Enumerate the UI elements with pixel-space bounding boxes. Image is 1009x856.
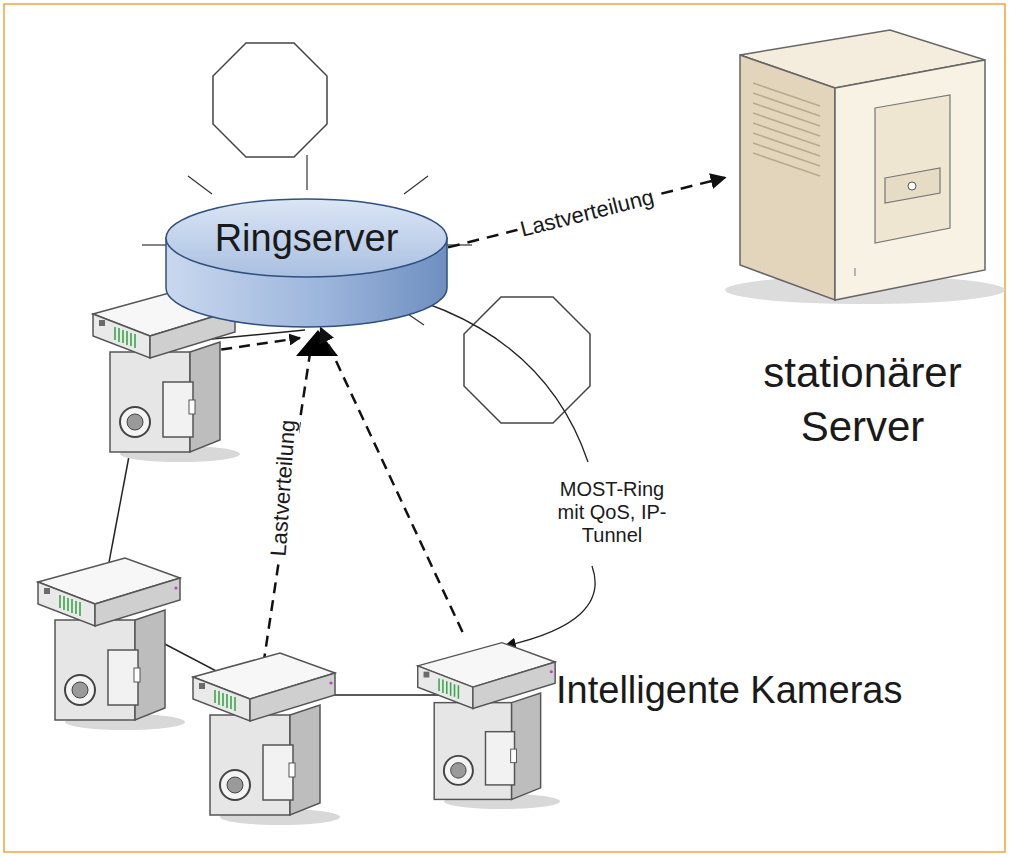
frame [4, 4, 1005, 852]
load-balancing-arrow [448, 178, 725, 248]
stationary-server-shape [725, 28, 1000, 300]
smart-camera: Intelligente Kameras [410, 632, 560, 812]
edge-label: Lastverteilung [514, 183, 659, 242]
node-label: stationärer Server [725, 346, 1000, 454]
smart-camera-shape [410, 632, 560, 812]
callout-text: MOST-Ring mit QoS, IP-Tunnel [550, 478, 674, 547]
callout-arrow [362, 286, 595, 646]
node-label: Ringserver [165, 216, 448, 260]
stationary-server: stationärer Server [725, 28, 1000, 300]
edge-label: Lastverteilung [265, 416, 300, 560]
camera-icon [38, 290, 340, 825]
load-balancing-arrow [321, 328, 463, 632]
node-label: Intelligente Kameras [556, 668, 902, 712]
ring-server: Ringserver [165, 198, 448, 328]
